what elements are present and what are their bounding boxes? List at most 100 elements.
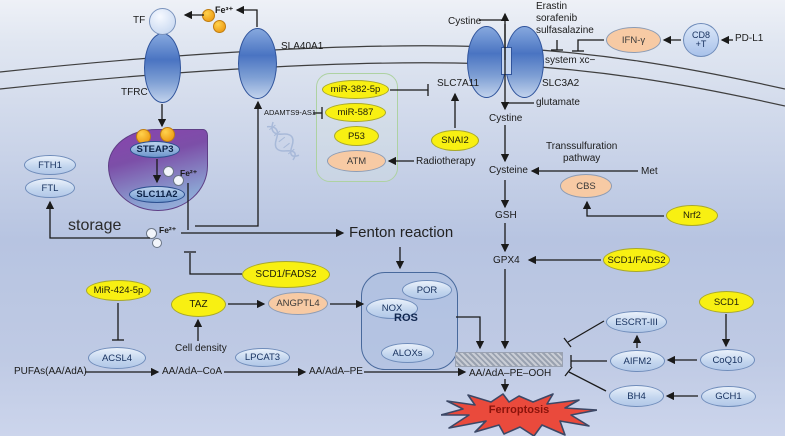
transsulfuration-line2: pathway: [563, 153, 601, 164]
aloxs-node: ALOXs: [381, 343, 434, 363]
mir-424-5p-node: MiR-424-5p: [86, 280, 151, 301]
coq10-node: CoQ10: [700, 349, 755, 371]
cbs-node: CBS: [560, 174, 612, 198]
fth1-node: FTH1: [24, 155, 76, 175]
cd8-label-line2: +T: [695, 39, 707, 49]
snai2-label: SNAI2: [441, 135, 469, 146]
aa-ada-pe-ooh-label: AA/AdA–PE–OOH: [469, 368, 552, 379]
fe3-label: Fe³⁺: [215, 5, 234, 15]
steap3-node: STEAP3: [130, 141, 180, 158]
radiotherapy-label: Radiotherapy: [416, 156, 476, 167]
sla40a1-transporter: [238, 28, 277, 99]
por-node: POR: [402, 280, 452, 300]
system-xc-channel: [501, 47, 512, 75]
tfrc-transporter: [144, 33, 181, 103]
fe2-pool-label: Fe²⁺: [159, 225, 177, 235]
mir-587-node: miR-587: [325, 103, 386, 122]
gch1-node: GCH1: [701, 386, 756, 407]
slc11a2-label: SLC11A2: [136, 189, 178, 200]
fe2-pool-circle: [152, 238, 162, 248]
nox-node: NOX: [366, 298, 418, 319]
angptl4-label: ANGPTL4: [276, 298, 320, 309]
lpcat3-node: LPCAT3: [235, 348, 290, 367]
nrf2-label: Nrf2: [683, 210, 701, 221]
fe3-ion-dot: [202, 9, 215, 22]
scd1-fads2-left-node: SCD1/FADS2: [242, 261, 330, 288]
pd-l1-label: PD-L1: [735, 33, 764, 44]
ifn-gamma-node: IFN-γ: [606, 27, 661, 53]
system-xc-label: system xc−: [545, 55, 596, 66]
scd1-fads2-left-label: SCD1/FADS2: [255, 269, 317, 280]
aloxs-label: ALOXs: [392, 347, 423, 359]
ifn-gamma-label: IFN-γ: [621, 34, 646, 46]
system-xc-left-subunit: [467, 26, 506, 98]
transsulfuration-label: Transsulfuration pathway: [546, 141, 617, 165]
cystine-intracellular-label: Cystine: [489, 113, 523, 124]
slc3a2-label: SLC3A2: [542, 78, 580, 89]
escrt-iii-label: ESCRT-III: [615, 316, 658, 328]
slc11a2-node: SLC11A2: [129, 186, 185, 203]
transsulfuration-line1: Transsulfuration: [546, 141, 618, 152]
ferroptosis-label: Ferroptosis: [488, 404, 550, 416]
storage-label: storage: [68, 217, 122, 234]
aifm2-label: AIFM2: [623, 355, 652, 367]
bh4-label: BH4: [627, 390, 646, 402]
xc-inhibitors-label: Erastin sorafenib sulfasalazine: [536, 1, 594, 37]
mir-382-5p-node: miR-382-5p: [322, 80, 389, 99]
fenton-reaction-label: Fenton reaction: [349, 224, 454, 241]
ftl-node: FTL: [25, 178, 75, 198]
ftl-label: FTL: [41, 182, 59, 194]
slc7a11-label: SLC7A11: [437, 78, 480, 89]
lpcat3-label: LPCAT3: [244, 352, 281, 363]
nox-label: NOX: [381, 303, 403, 314]
sla40a1-label: SLA40A1: [281, 41, 324, 52]
endosome-iron-dot: [160, 127, 175, 142]
cysteine-label: Cysteine: [489, 165, 528, 176]
scd1-node: SCD1: [699, 291, 754, 313]
steap3-label: STEAP3: [136, 144, 174, 155]
nrf2-node: Nrf2: [666, 205, 718, 226]
acsl4-label: ACSL4: [101, 352, 133, 364]
lipid-peroxide-bar: [455, 352, 563, 367]
cell-density-label: Cell density: [175, 343, 227, 354]
angptl4-node: ANGPTL4: [268, 292, 328, 315]
tf-protein: [149, 8, 176, 35]
aa-ada-pe-label: AA/AdA–PE: [309, 366, 363, 377]
aa-ada-coa-label: AA/AdA–CoA: [162, 366, 223, 377]
sorafenib-label: sorafenib: [536, 13, 578, 24]
glutamate-label: glutamate: [536, 97, 580, 108]
atm-node: ATM: [327, 150, 386, 172]
p53-node: P53: [334, 126, 379, 146]
cystine-extracellular-label: Cystine: [448, 16, 482, 27]
sulfasalazine-label: sulfasalazine: [536, 25, 594, 36]
fth1-label: FTH1: [38, 159, 62, 171]
dna-helix-icon: [266, 121, 300, 161]
ferroptosis-burst: Ferroptosis: [441, 393, 597, 436]
tf-label: TF: [133, 15, 146, 26]
taz-node: TAZ: [171, 292, 226, 317]
cbs-label: CBS: [576, 180, 596, 192]
mir-424-5p-label: MiR-424-5p: [93, 285, 144, 296]
gsh-label: GSH: [495, 210, 517, 221]
cd8-t-cell: CD8 +T: [683, 23, 719, 57]
scd1-label: SCD1: [713, 296, 740, 308]
snai2-node: SNAI2: [431, 130, 479, 151]
adamts9-as1-label: ADAMTS9-AS1: [264, 108, 317, 117]
coq10-label: CoQ10: [712, 354, 743, 366]
fe2-ion-circle: [163, 166, 174, 177]
acsl4-node: ACSL4: [88, 347, 146, 369]
gpx4-label: GPX4: [493, 255, 520, 266]
taz-label: TAZ: [189, 299, 208, 310]
escrt-iii-node: ESCRT-III: [606, 311, 667, 333]
por-label: POR: [416, 284, 438, 296]
atm-label: ATM: [346, 155, 367, 167]
ros-label: ROS: [394, 312, 418, 324]
met-label: Met: [641, 166, 658, 177]
scd1-fads2-right-node: SCD1/FADS2: [603, 248, 670, 272]
system-xc-right-subunit: [505, 26, 544, 98]
tfrc-label: TFRC: [121, 87, 148, 98]
p53-label: P53: [348, 130, 365, 142]
scd1-fads2-right-label: SCD1/FADS2: [607, 254, 666, 266]
